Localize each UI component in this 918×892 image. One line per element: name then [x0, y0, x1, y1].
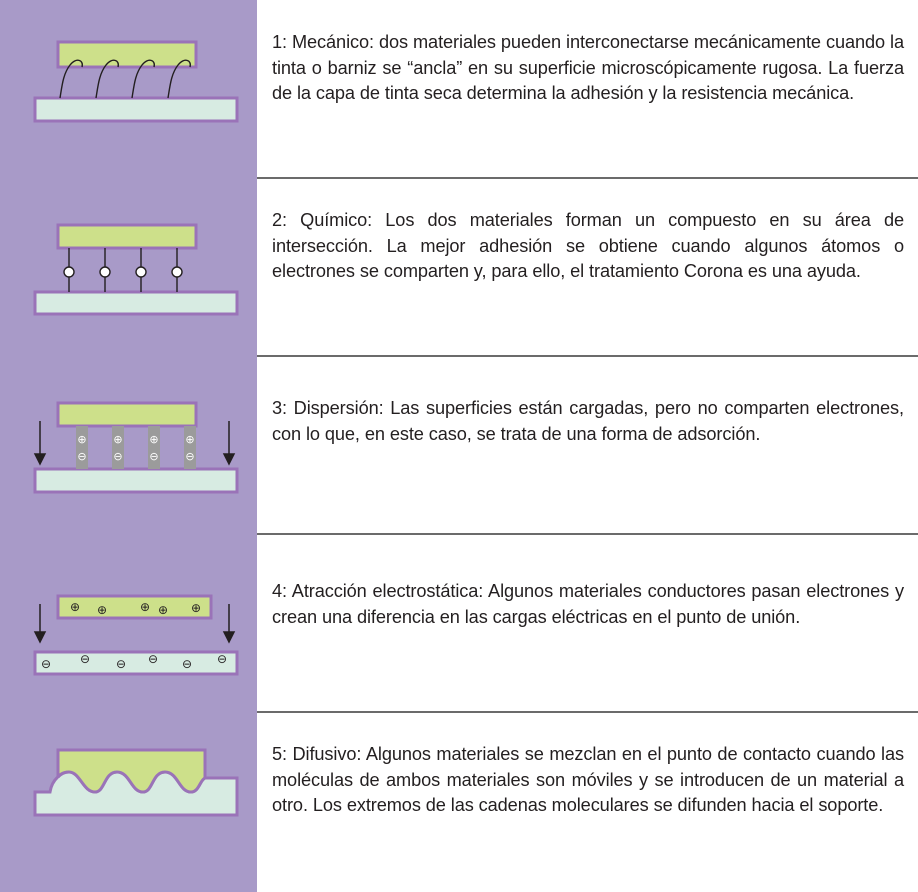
plus-charge: ⊕ — [113, 433, 122, 446]
bottom-plate — [33, 290, 239, 316]
minus-charge: ⊖ — [217, 652, 227, 666]
charge-bar — [76, 426, 88, 469]
bottom-plate — [33, 467, 239, 494]
top-plate — [56, 748, 207, 794]
minus-charge: ⊖ — [41, 657, 51, 671]
minus-charge: ⊖ — [185, 450, 194, 463]
charge-bar — [148, 426, 160, 469]
top-plate — [56, 40, 198, 69]
plus-charge: ⊕ — [149, 433, 158, 446]
plus-charge: ⊕ — [185, 433, 194, 446]
minus-charge: ⊖ — [80, 652, 90, 666]
plus-charge: ⊕ — [158, 603, 168, 617]
shared-electron-bond — [171, 248, 183, 292]
electrostatic-adhesion-diagram: ⊕ ⊕ ⊕ ⊕ ⊕ ⊖ ⊖ ⊖ ⊖ ⊖ ⊖ — [33, 594, 239, 676]
mechanical-adhesion-diagram — [33, 40, 239, 123]
anchor-hook — [167, 59, 191, 99]
minus-charge: ⊖ — [113, 450, 122, 463]
mechanism-row-quimico: 2: Químico: Los dos materiales forman un… — [0, 178, 918, 356]
mechanism-description: 5: Difusivo: Algunos materiales se mezcl… — [272, 744, 904, 815]
plus-charge: ⊕ — [140, 600, 150, 614]
plus-charge: ⊕ — [77, 433, 86, 446]
top-plate — [56, 401, 198, 428]
down-arrow-icon — [33, 604, 47, 644]
anchor-hook — [59, 59, 83, 99]
mechanism-row-electrostatica: ⊕ ⊕ ⊕ ⊕ ⊕ ⊖ ⊖ ⊖ ⊖ ⊖ ⊖ 4: Atracción elect… — [0, 534, 918, 712]
down-arrow-icon — [222, 604, 236, 644]
plus-charge: ⊕ — [70, 600, 80, 614]
down-arrow-icon — [222, 421, 236, 466]
shared-electron-bond — [63, 248, 75, 292]
diffusive-adhesion-diagram — [33, 748, 239, 817]
bottom-plate — [33, 96, 239, 123]
top-plate — [56, 594, 213, 620]
minus-charge: ⊖ — [148, 652, 158, 666]
mechanism-row-difusivo: 5: Difusivo: Algunos materiales se mezcl… — [0, 712, 918, 890]
bottom-plate — [33, 650, 239, 676]
down-arrow-icon — [33, 421, 47, 466]
row-divider — [257, 533, 918, 535]
minus-charge: ⊖ — [77, 450, 86, 463]
row-divider — [257, 177, 918, 179]
row-divider — [257, 711, 918, 713]
mechanism-row-dispersion: ⊕ ⊕ ⊕ ⊕ ⊖ ⊖ ⊖ ⊖ 3: Dispersión: Las super… — [0, 356, 918, 534]
mechanism-description: 3: Dispersión: Las superficies están car… — [272, 398, 904, 444]
shared-electron-bond — [99, 248, 111, 292]
row-divider — [257, 355, 918, 357]
anchor-hook — [95, 59, 119, 99]
mechanism-description: 4: Atracción electrostática: Algunos mat… — [272, 581, 904, 627]
anchor-hook — [131, 59, 155, 99]
charge-bar — [112, 426, 124, 469]
charge-bar — [184, 426, 196, 469]
mechanism-row-mecanico: 1: Mecánico: dos materiales pueden inter… — [0, 0, 918, 178]
top-plate — [56, 223, 198, 250]
minus-charge: ⊖ — [182, 657, 192, 671]
plus-charge: ⊕ — [97, 603, 107, 617]
mechanism-description: 2: Químico: Los dos materiales forman un… — [272, 210, 904, 281]
minus-charge: ⊖ — [116, 657, 126, 671]
chemical-adhesion-diagram — [33, 223, 239, 316]
minus-charge: ⊖ — [149, 450, 158, 463]
diagram-sidebar — [0, 0, 257, 892]
dispersion-adhesion-diagram: ⊕ ⊕ ⊕ ⊕ ⊖ ⊖ ⊖ ⊖ — [33, 401, 239, 494]
plus-charge: ⊕ — [191, 601, 201, 615]
shared-electron-bond — [135, 248, 147, 292]
mechanism-description: 1: Mecánico: dos materiales pueden inter… — [272, 32, 904, 103]
